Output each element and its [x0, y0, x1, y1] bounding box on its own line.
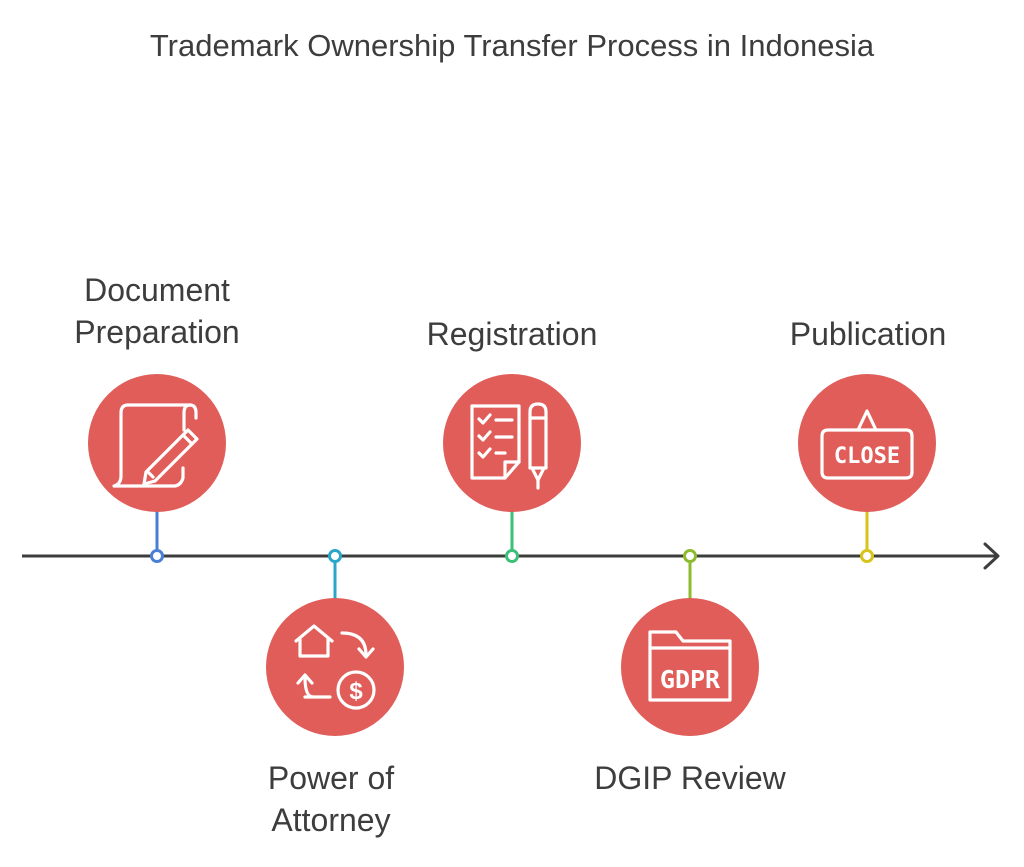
- step-power-of-attorney: $: [266, 549, 404, 736]
- step-registration: [443, 374, 581, 563]
- step-3-circle: [443, 374, 581, 512]
- step-2-circle: [266, 598, 404, 736]
- step-1-dot: [150, 549, 164, 563]
- step-5-dot: [860, 549, 874, 563]
- document-pen-icon: [112, 403, 199, 488]
- step-dgip-review: GDPR: [621, 549, 759, 736]
- close-sign-icon: [820, 409, 914, 480]
- house-exchange-dollar-icon: [294, 624, 376, 710]
- step-3-dot: [505, 549, 519, 563]
- step-5-circle: [798, 374, 936, 512]
- timeline-arrowhead: [983, 542, 1000, 570]
- step-publication: CLOSE: [798, 374, 936, 563]
- step-4-dot: [683, 549, 697, 563]
- step-5-label: Publication: [738, 313, 998, 355]
- step-1-label-line2: Preparation: [74, 314, 240, 350]
- close-icon-text: CLOSE: [834, 444, 900, 469]
- step-5-label-line1: Publication: [789, 316, 947, 352]
- step-4-label-line1: DGIP Review: [594, 760, 786, 796]
- diagram-title: Trademark Ownership Transfer Process in …: [149, 28, 875, 63]
- gdpr-folder-icon: [648, 630, 732, 702]
- step-3-label: Registration: [382, 313, 642, 355]
- step-document-preparation: [88, 374, 226, 563]
- step-2-dot: [328, 549, 342, 563]
- step-3-label-line1: Registration: [426, 316, 598, 352]
- step-1-label: Document Preparation: [27, 269, 287, 353]
- step-2-label-line2: Attorney: [271, 802, 391, 838]
- step-4-label: DGIP Review: [560, 757, 820, 799]
- checklist-pen-icon: [470, 402, 548, 490]
- step-2-label-line1: Power of: [267, 760, 395, 796]
- dollar-glyph: $: [349, 678, 363, 705]
- step-1-circle: [88, 374, 226, 512]
- step-2-label: Power of Attorney: [201, 757, 461, 841]
- gdpr-icon-text: GDPR: [660, 665, 721, 694]
- step-1-label-line1: Document: [84, 272, 230, 308]
